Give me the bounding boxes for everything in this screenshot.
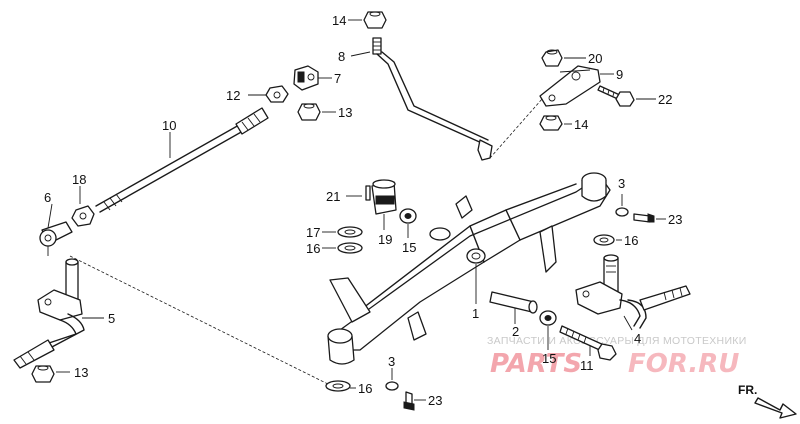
callout-6: 6 — [44, 190, 51, 205]
part-13-nut-top — [297, 103, 336, 121]
callout-23-top: 23 — [668, 212, 682, 227]
part-8-control-rod — [350, 37, 493, 161]
callout-19: 19 — [378, 232, 392, 247]
part-5-left-spindle — [13, 258, 104, 369]
part-17-washer — [322, 226, 363, 238]
watermark-caption: ЗАПЧАСТИ И АКСЕССУАРЫ ДЛЯ МОТОТЕХНИКИ — [487, 335, 747, 347]
dashed-leader-right — [489, 89, 551, 159]
callout-9: 9 — [616, 67, 623, 82]
part-13-nut-bottom — [31, 365, 70, 383]
callout-14-top: 14 — [332, 13, 346, 28]
callout-8: 8 — [338, 49, 345, 64]
front-direction-indicator: FR. — [738, 383, 797, 419]
part-16-washer-left — [322, 242, 363, 254]
callout-15-bottom: 15 — [542, 351, 556, 366]
callout-16-bottom: 16 — [358, 381, 372, 396]
callout-10: 10 — [162, 118, 176, 133]
front-direction-label: FR. — [738, 383, 757, 397]
callout-7: 7 — [334, 71, 341, 86]
callout-5: 5 — [108, 311, 115, 326]
callout-13-top: 13 — [338, 105, 352, 120]
part-1-axle-frame — [327, 172, 611, 365]
callout-15-top: 15 — [402, 240, 416, 255]
callout-22: 22 — [658, 92, 672, 107]
part-3-washer-top — [615, 194, 629, 217]
watermark-logo-left: PARTS — [490, 349, 582, 379]
callout-16-left: 16 — [306, 241, 320, 256]
callout-3-bottom: 3 — [388, 354, 395, 369]
part-2-pin — [489, 291, 538, 324]
callout-23-bottom: 23 — [428, 393, 442, 408]
part-3-washer-bottom — [385, 368, 399, 391]
part-6-tie-rod-end — [39, 203, 73, 256]
callout-13-bottom: 13 — [74, 365, 88, 380]
watermark: ЗАПЧАСТИ И АКСЕССУАРЫ ДЛЯ МОТОТЕХНИКИ PA… — [487, 335, 747, 379]
part-23-bolt-top — [633, 213, 666, 223]
part-16-washer-bottom — [325, 380, 356, 392]
callout-labels: 14 8 7 12 13 10 18 6 5 13 20 9 22 14 21 … — [44, 13, 682, 408]
callout-4: 4 — [634, 331, 641, 346]
part-14-nut-right — [539, 115, 572, 131]
part-22-bolt — [597, 85, 656, 107]
callout-14-right: 14 — [574, 117, 588, 132]
part-15-washer-bottom — [539, 310, 557, 350]
callout-12: 12 — [226, 88, 240, 103]
dashed-leader-left — [69, 255, 341, 391]
callout-2: 2 — [512, 324, 519, 339]
part-9-arm — [539, 65, 614, 107]
part-20-nut — [541, 49, 586, 67]
part-14-top-nut — [348, 11, 387, 29]
part-21-pin — [346, 185, 371, 201]
callout-16-right: 16 — [624, 233, 638, 248]
callout-1: 1 — [472, 306, 479, 321]
part-23-bolt-bottom — [403, 391, 426, 411]
callout-20: 20 — [588, 51, 602, 66]
front-arrow-icon — [754, 397, 797, 419]
callout-3-top: 3 — [618, 176, 625, 191]
callout-18: 18 — [72, 172, 86, 187]
part-7-clamp — [293, 65, 332, 91]
callout-21: 21 — [326, 189, 340, 204]
part-4-right-spindle — [575, 254, 691, 331]
watermark-logo-right: FOR.RU — [628, 349, 739, 379]
part-12-nut — [248, 85, 289, 103]
part-16-washer-right — [593, 234, 622, 246]
part-19-bushing — [371, 179, 397, 230]
callout-11: 11 — [580, 358, 594, 373]
part-11-bolt — [559, 325, 617, 361]
callout-17: 17 — [306, 225, 320, 240]
part-18-nut — [71, 186, 95, 227]
part-15-washer-top — [399, 208, 417, 238]
part-10-tie-rod — [95, 107, 269, 213]
